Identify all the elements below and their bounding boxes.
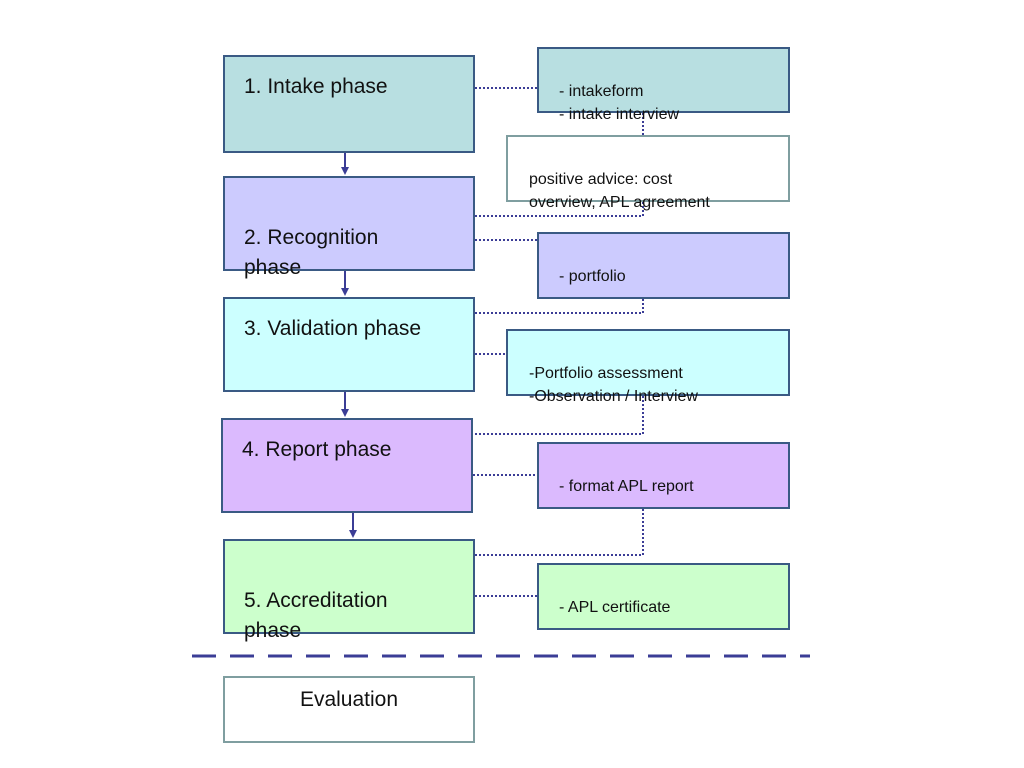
phase-validation: 3. Validation phase	[223, 297, 475, 392]
note-intake-items: - intakeform - intake interview	[537, 47, 790, 123]
phase-validation-label: 3. Validation phase	[244, 317, 422, 340]
note-assessment: -Portfolio assessment -Observation / Int…	[506, 329, 790, 405]
phase-accreditation: 5. Accreditation phase	[223, 539, 475, 642]
link-note-5-to-phase-5	[475, 509, 644, 556]
evaluation-label: Evaluation	[299, 688, 399, 711]
note-intake-text: - intakeform - intake interview	[559, 83, 680, 123]
note-apl-certificate: - APL certificate	[537, 563, 790, 630]
phase-intake-label: 1. Intake phase	[244, 75, 388, 98]
note-assessment-text: -Portfolio assessment -Observation / Int…	[529, 365, 698, 405]
phase-accreditation-label: 5. Accreditation phase	[244, 589, 388, 642]
phase-recognition: 2. Recognition phase	[223, 176, 475, 279]
note-portfolio: - portfolio	[537, 232, 790, 299]
note-apl-certificate-text: - APL certificate	[559, 599, 671, 616]
note-positive-advice-text: positive advice: cost overview, APL agre…	[529, 171, 710, 211]
note-apl-report: - format APL report	[537, 442, 790, 509]
phase-report-label: 4. Report phase	[242, 438, 392, 461]
note-positive-advice: positive advice: cost overview, APL agre…	[506, 135, 790, 211]
phase-intake: 1. Intake phase	[223, 55, 475, 153]
phase-report: 4. Report phase	[221, 418, 473, 513]
phase-recognition-label: 2. Recognition phase	[244, 226, 379, 279]
link-note-3-to-phase-3	[475, 299, 644, 314]
evaluation-box: Evaluation	[223, 676, 475, 743]
note-portfolio-text: - portfolio	[559, 268, 626, 285]
note-apl-report-text: - format APL report	[559, 478, 694, 495]
